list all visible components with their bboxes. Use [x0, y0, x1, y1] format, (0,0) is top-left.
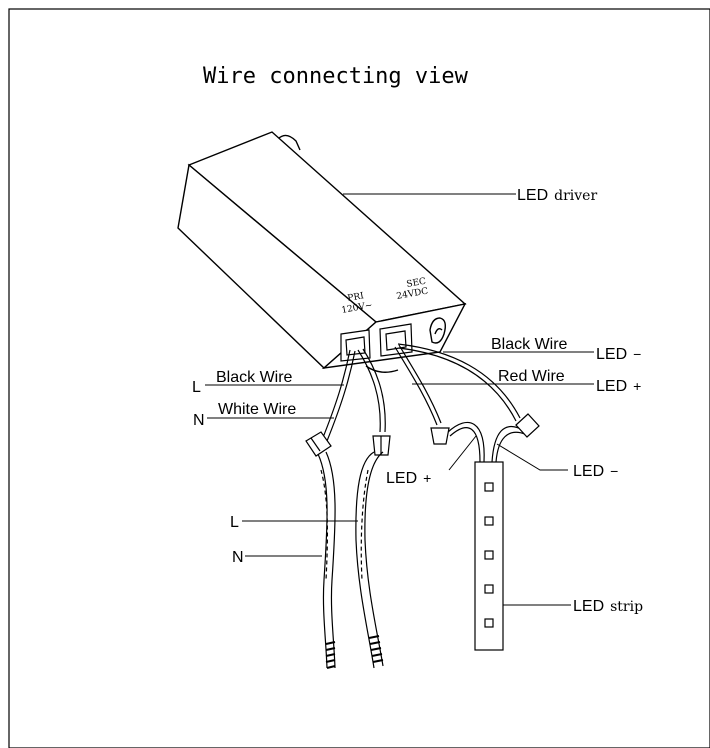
wire-nut-red [430, 427, 450, 445]
led-plus-mid-label: LED+ [386, 470, 431, 487]
wire-nut-L [305, 431, 332, 457]
strip-plus-lead [447, 422, 485, 463]
leader-led-plus-mid [448, 435, 477, 471]
pri-socket [340, 329, 371, 362]
sec-label: SEC [406, 277, 427, 290]
led-plus-top-label: LED+ [596, 378, 641, 395]
secondary-black-wire [397, 343, 521, 422]
supply-cable-N [355, 451, 384, 669]
led-chip [484, 516, 494, 526]
led-chip [484, 584, 494, 594]
black-wire-right-label: Black Wire [491, 336, 568, 353]
supply-cable-L [317, 451, 336, 669]
led-chip [484, 550, 494, 560]
pri-label: PRI [347, 291, 365, 304]
led-chip [484, 482, 494, 492]
cable-L-label: L [230, 514, 239, 531]
led-minus-top-label: LED− [596, 346, 641, 363]
cable-N-bare-end [368, 635, 384, 663]
diagram-title: Wire connecting view [203, 64, 469, 89]
primary-white-wire [357, 348, 386, 433]
page-frame [8, 8, 710, 748]
leader-led-minus-mid [496, 443, 568, 471]
N-label: N [193, 412, 205, 429]
cable-N-label: N [232, 549, 244, 566]
led-chip [484, 618, 494, 628]
wire-nut-N [372, 435, 391, 456]
led-minus-mid-label: LED− [573, 463, 618, 480]
primary-black-wire [321, 349, 356, 442]
black-wire-left-label: Black Wire [216, 369, 293, 386]
white-wire-label: White Wire [218, 401, 296, 418]
led-strip [474, 461, 504, 651]
cable-L-bare-end [325, 641, 336, 669]
wire-nut-black [515, 413, 540, 438]
led-driver [177, 131, 467, 373]
red-wire-label: Red Wire [498, 368, 565, 385]
L-label: L [192, 379, 201, 396]
sec-socket [379, 323, 413, 357]
